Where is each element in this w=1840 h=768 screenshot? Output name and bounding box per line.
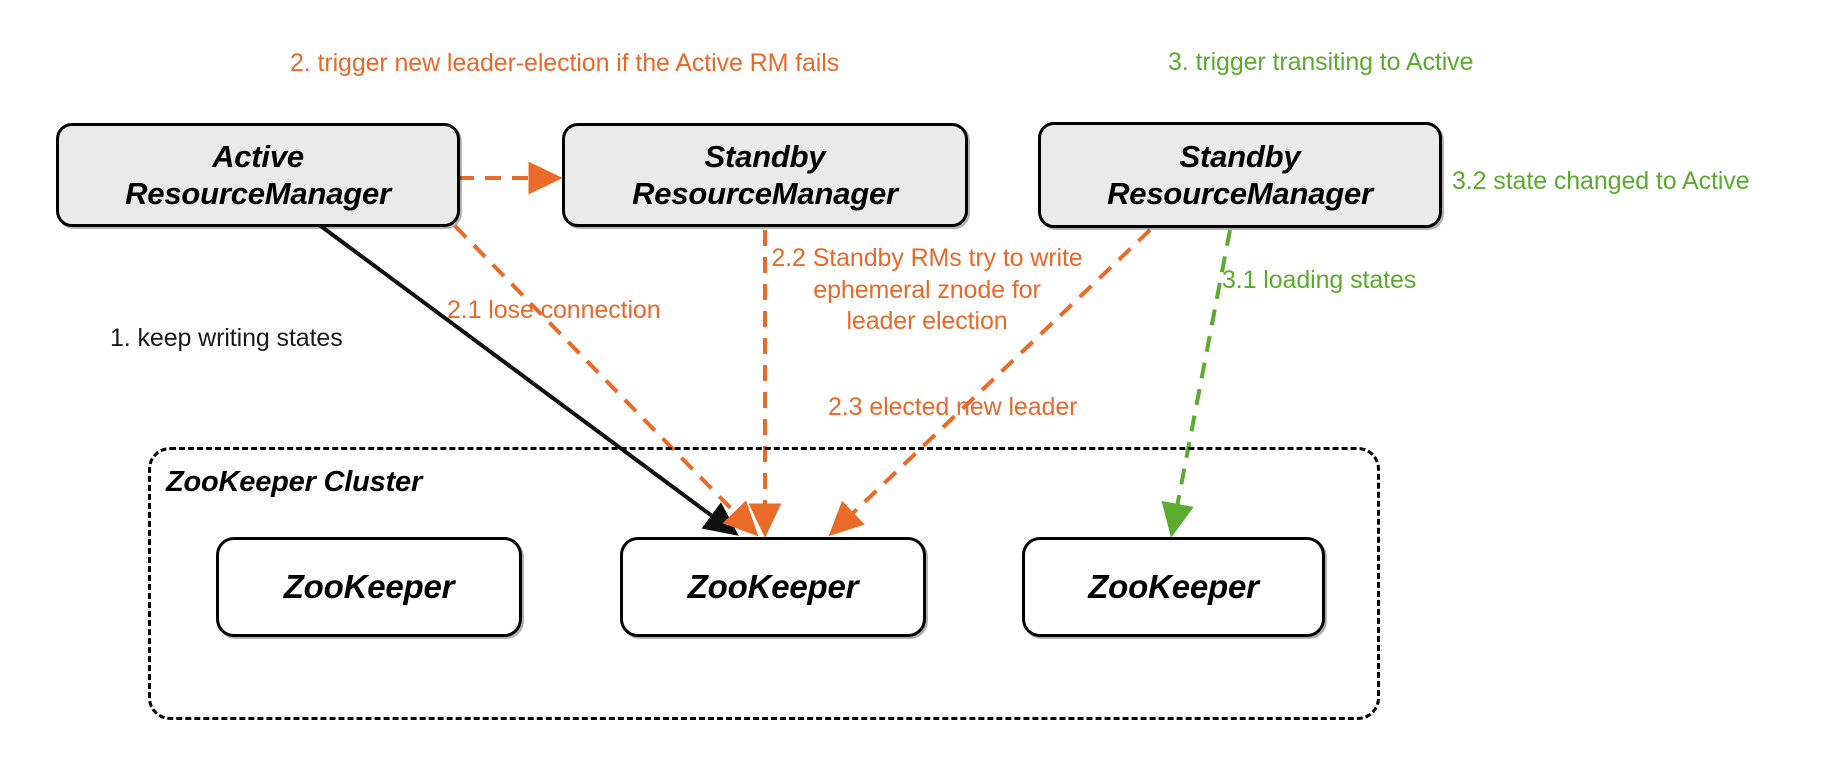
label-step-2-2-line-3: leader election bbox=[846, 307, 1008, 335]
label-step-3-1: 3.1 loading states bbox=[1222, 266, 1417, 294]
zookeeper-cluster-frame bbox=[148, 447, 1380, 720]
node-zookeeper-1-label: ZooKeeper bbox=[283, 568, 455, 606]
label-step-3-2: 3.2 state changed to Active bbox=[1452, 167, 1750, 195]
label-step-2-2-line-2: ephemeral znode for bbox=[813, 275, 1041, 304]
label-step-2-2-line-1: 2.2 Standby RMs try to write bbox=[771, 244, 1083, 272]
zookeeper-cluster-title: ZooKeeper Cluster bbox=[166, 466, 423, 498]
node-zookeeper-1[interactable]: ZooKeeper bbox=[216, 537, 522, 637]
node-zookeeper-2[interactable]: ZooKeeper bbox=[620, 537, 926, 637]
label-step-2-1: 2.1 lose connection bbox=[447, 296, 661, 324]
label-step-2-2: 2.2 Standby RMs try to write ephemeral zn… bbox=[768, 243, 1086, 338]
label-step-2-3: 2.3 elected new leader bbox=[828, 393, 1078, 421]
label-step-2: 2. trigger new leader-election if the Ac… bbox=[290, 49, 840, 77]
node-zookeeper-2-label: ZooKeeper bbox=[687, 568, 859, 606]
label-step-1: 1. keep writing states bbox=[110, 324, 343, 352]
node-zookeeper-3-label: ZooKeeper bbox=[1088, 568, 1259, 606]
label-step-3: 3. trigger transiting to Active bbox=[1168, 48, 1474, 76]
node-zookeeper-3[interactable]: ZooKeeper bbox=[1022, 537, 1325, 637]
